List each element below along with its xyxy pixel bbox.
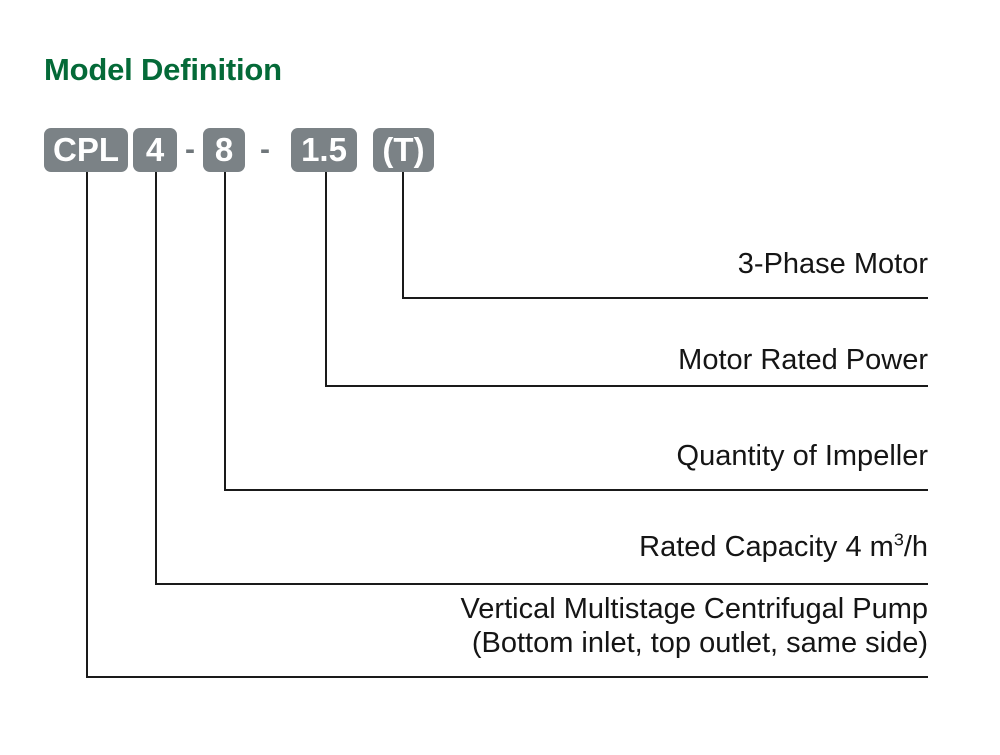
leader-vline-power	[325, 172, 327, 387]
model-badge-power: 1.5	[291, 128, 357, 172]
callout-rated-capacity-pre: Rated Capacity 4 m	[639, 531, 894, 563]
model-badge-phase: (T)	[373, 128, 434, 172]
leader-hline-impeller	[224, 489, 928, 491]
callout-motor-power: Motor Rated Power	[678, 344, 928, 376]
callout-pump-type-line1: Vertical Multistage Centrifugal Pump	[460, 593, 928, 625]
callout-rated-capacity-exponent: 3	[893, 529, 904, 550]
leader-hline-pump-type	[86, 676, 928, 678]
leader-vline-phase	[402, 172, 404, 299]
callout-motor-phase: 3-Phase Motor	[737, 248, 928, 280]
callout-pump-type-line2: (Bottom inlet, top outlet, same side)	[471, 627, 928, 659]
callout-rated-capacity: Rated Capacity 4 m3/h	[639, 530, 928, 564]
leader-vline-capacity	[155, 172, 157, 585]
model-badge-cpl: CPL	[44, 128, 128, 172]
leader-hline-capacity	[155, 583, 928, 585]
leader-hline-phase	[402, 297, 928, 299]
model-badge-capacity: 4	[133, 128, 177, 172]
model-badge-stages: 8	[203, 128, 245, 172]
model-separator-1: -	[185, 133, 195, 166]
callout-pump-type: Vertical Multistage Centrifugal Pump (Bo…	[461, 592, 928, 660]
model-separator-2: -	[260, 133, 270, 166]
page-title: Model Definition	[44, 52, 282, 87]
leader-vline-impeller	[224, 172, 226, 491]
callout-rated-capacity-post: /h	[903, 531, 928, 563]
leader-hline-power	[325, 385, 928, 387]
leader-vline-pump-type	[86, 172, 88, 678]
callout-impeller-quantity: Quantity of Impeller	[676, 440, 928, 472]
